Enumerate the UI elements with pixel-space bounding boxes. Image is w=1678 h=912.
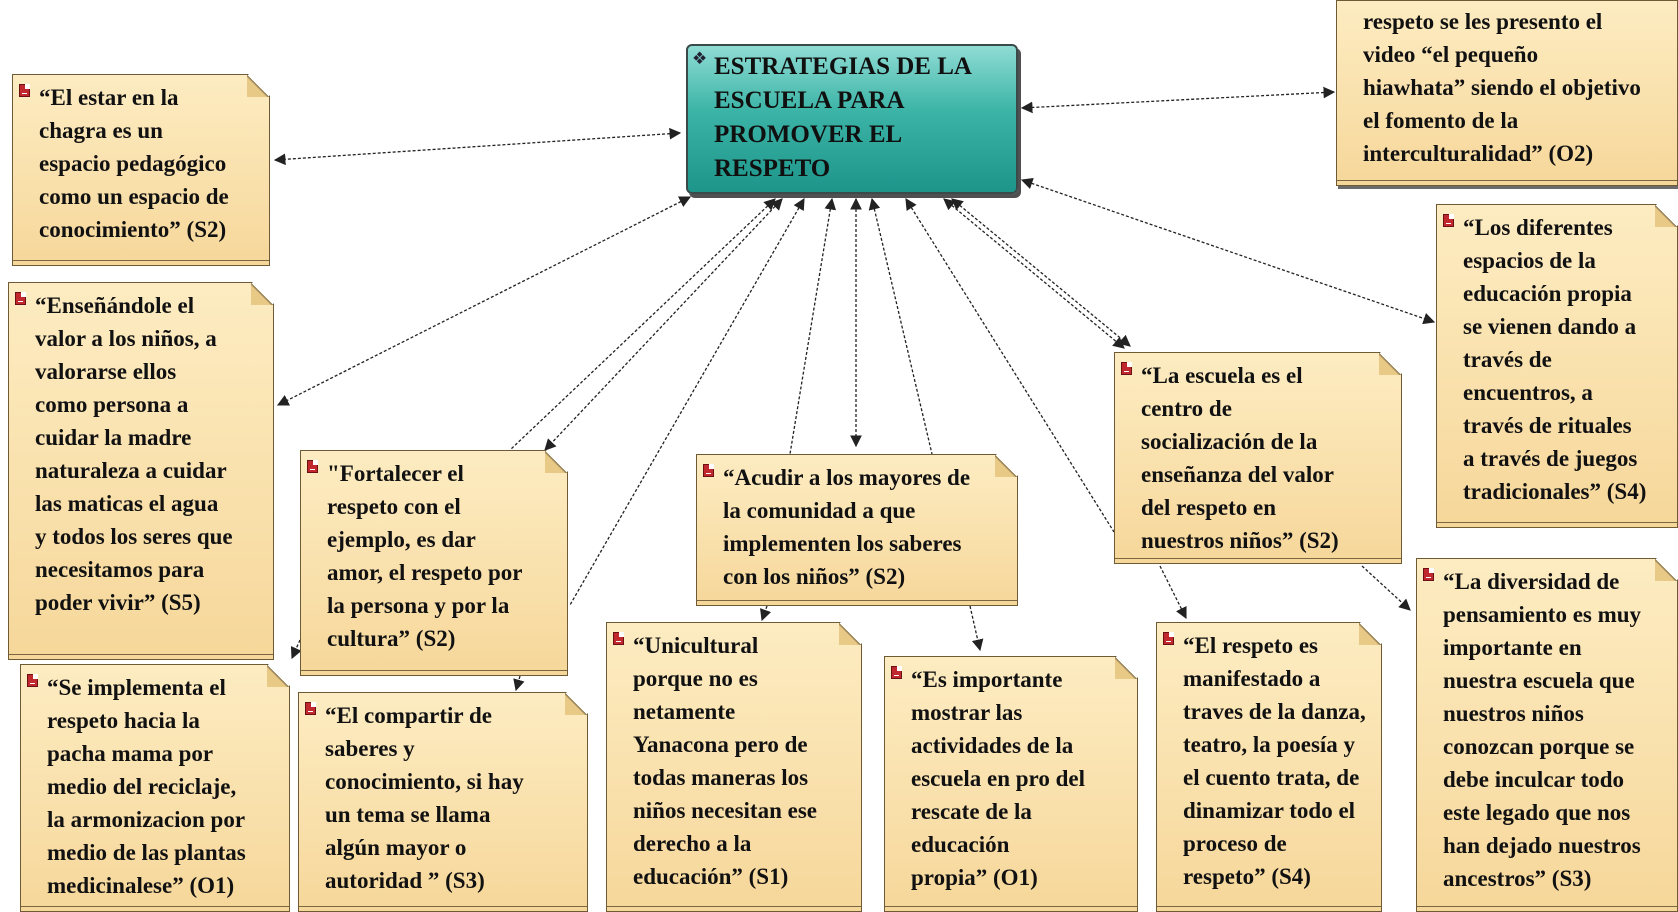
central-concept-title: ESTRATEGIAS DE LA ESCUELA PARA PROMOVER … xyxy=(714,53,972,182)
note-centro[interactable]: “La escuela es el centro de socializació… xyxy=(1114,352,1402,564)
note-fortalecer[interactable]: "Fortalecer el respeto con el ejemplo, e… xyxy=(300,450,568,676)
connector-fortalecer-b xyxy=(544,198,783,451)
note-chagra[interactable]: “El estar en la chagra es un espacio ped… xyxy=(12,74,270,266)
note-icon xyxy=(613,632,624,645)
note-mostrar[interactable]: “Es importante mostrar las actividades d… xyxy=(884,656,1138,912)
connector-espacios xyxy=(1020,177,1436,325)
note-icon xyxy=(307,460,318,473)
note-text: “El compartir de saberes y conocimiento,… xyxy=(325,703,524,893)
note-text: “Acudir a los mayores de la comunidad a … xyxy=(723,465,971,589)
note-icon xyxy=(1121,362,1132,375)
note-icon xyxy=(19,84,30,97)
connector-danza xyxy=(905,198,1115,533)
note-icon xyxy=(1443,214,1454,227)
note-unicultural[interactable]: “Unicultural porque no es netamente Yana… xyxy=(606,622,862,912)
connector-mostrar xyxy=(868,197,933,455)
connector-danza-b xyxy=(1159,565,1187,620)
connector-fortalecer-a xyxy=(509,198,776,451)
connector-centro-b xyxy=(951,198,1131,347)
note-icon xyxy=(703,464,714,477)
connector-reciclaje-b xyxy=(290,639,302,660)
note-text: “Enseñándole el valor a los niños, a val… xyxy=(35,293,233,615)
note-reciclaje[interactable]: “Se implementa el respeto hacia la pacha… xyxy=(20,664,290,912)
note-text: “Se implementa el respeto hacia la pacha… xyxy=(47,675,246,898)
note-text: “La diversidad de pensamiento es muy imp… xyxy=(1443,569,1642,891)
note-icon xyxy=(1423,568,1434,581)
note-text: “La escuela es el centro de socializació… xyxy=(1141,363,1339,553)
central-concept-node[interactable]: ❖ ESTRATEGIAS DE LA ESCUELA PARA PROMOVE… xyxy=(686,44,1018,194)
note-icon xyxy=(1163,632,1174,645)
note-valor[interactable]: “Enseñándole el valor a los niños, a val… xyxy=(8,282,274,660)
note-text: “Unicultural porque no es netamente Yana… xyxy=(633,633,817,889)
note-text: “El respeto es manifestado a traves de l… xyxy=(1183,633,1366,889)
note-icon xyxy=(15,292,26,305)
connector-chagra xyxy=(273,127,682,166)
note-icon xyxy=(305,702,316,715)
connector-centro-a xyxy=(943,198,1125,349)
note-text: "Fortalecer el respeto con el ejemplo, e… xyxy=(327,461,523,651)
note-diversidad[interactable]: “La diversidad de pensamiento es muy imp… xyxy=(1416,558,1678,912)
note-compartir[interactable]: “El compartir de saberes y conocimiento,… xyxy=(298,692,588,912)
note-text: “Es importante mostrar las actividades d… xyxy=(911,667,1085,890)
connector-reciclaje xyxy=(569,197,805,606)
connector-hiawhata xyxy=(1020,86,1336,114)
connector-mostrar-b xyxy=(969,605,984,652)
connector-unicultural xyxy=(760,605,772,622)
note-icon xyxy=(27,674,38,687)
note-hiawhata[interactable]: respeto se les presento el video “el peq… xyxy=(1336,0,1678,186)
note-text: respeto se les presento el video “el peq… xyxy=(1363,9,1641,166)
network-node-icon: ❖ xyxy=(692,49,708,68)
note-text: “Los diferentes espacios de la educación… xyxy=(1463,215,1647,504)
connector-compartir xyxy=(513,675,525,692)
note-espacios[interactable]: “Los diferentes espacios de la educación… xyxy=(1436,204,1678,528)
note-icon xyxy=(891,666,902,679)
connector-mayores-a xyxy=(789,197,837,455)
note-danza[interactable]: “El respeto es manifestado a traves de l… xyxy=(1156,622,1382,912)
note-text: “El estar en la chagra es un espacio ped… xyxy=(39,85,229,242)
connector-valor xyxy=(276,196,692,406)
connector-diversidad xyxy=(1361,565,1411,611)
note-mayores[interactable]: “Acudir a los mayores de la comunidad a … xyxy=(696,454,1018,606)
